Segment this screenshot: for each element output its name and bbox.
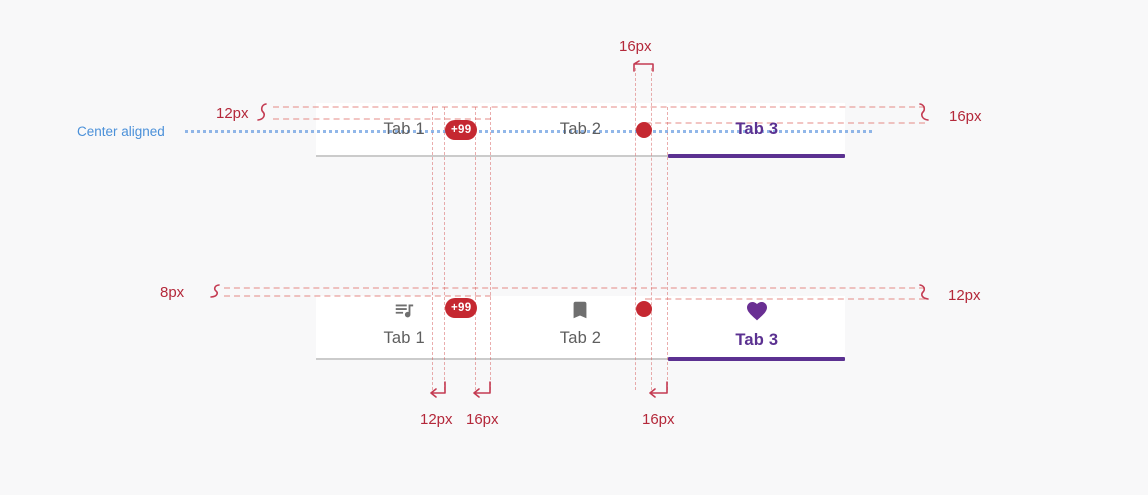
tab-label: Tab 2 — [559, 119, 602, 138]
tab-label: Tab 3 — [735, 119, 779, 138]
heart-icon — [745, 299, 769, 323]
measure-label-gap-16px: 16px — [466, 411, 499, 428]
v-guide-label-end — [432, 107, 433, 390]
dot-badge — [636, 301, 653, 317]
v-guide-badge-end — [475, 107, 476, 390]
v-guide-dot-start — [635, 68, 636, 390]
tab-2[interactable]: Tab 2 — [492, 296, 668, 358]
icon-tabs-row: Tab 1 +99 Tab 2 Tab 3 — [316, 296, 845, 358]
bookmark-icon — [569, 299, 591, 321]
measure-arrow-16px-right — [649, 381, 668, 398]
tab-1[interactable]: Tab 1 +99 — [316, 296, 492, 358]
measure-brace-bottom-left — [210, 284, 220, 298]
queue-music-icon — [393, 299, 415, 321]
h-guide-top-left-inner — [273, 118, 491, 120]
measure-bracket-top-middle — [633, 60, 654, 72]
h-guide-bottom-right-inner — [645, 298, 925, 300]
count-badge: +99 — [445, 298, 478, 318]
count-badge: +99 — [445, 120, 478, 140]
measure-label-gap-12px: 12px — [420, 411, 453, 428]
center-aligned-label: Center aligned — [77, 124, 165, 139]
active-tab-indicator — [668, 357, 845, 361]
tab-2[interactable]: Tab 2 — [492, 103, 668, 155]
h-guide-top-outer — [273, 106, 925, 108]
v-guide-badge-start — [444, 107, 445, 390]
active-tab-indicator — [668, 154, 845, 158]
tab-1[interactable]: Tab 1 +99 — [316, 103, 492, 155]
measure-label-top-left: 12px — [216, 105, 249, 122]
tab-3[interactable]: Tab 3 — [669, 103, 845, 155]
tab-label: Tab 2 — [559, 329, 602, 347]
measure-arrow-16px-left — [473, 381, 491, 398]
h-guide-bottom-left-inner — [224, 295, 491, 297]
measure-brace-top-left — [257, 103, 267, 121]
h-guide-bottom-outer — [224, 287, 925, 289]
measure-label-top-right: 16px — [949, 108, 982, 125]
center-align-guide-line — [185, 130, 872, 133]
text-tabs-row: Tab 1 +99 Tab 2 Tab 3 — [316, 103, 845, 155]
measure-label-bottom-right: 12px — [948, 287, 981, 304]
v-guide-tab1-edge — [490, 107, 491, 390]
measure-label-bottom-left: 8px — [160, 284, 185, 301]
measure-brace-bottom-right — [919, 284, 929, 300]
tab-label: Tab 1 — [383, 329, 425, 347]
tab-label: Tab 1 — [383, 119, 425, 138]
measure-label-top-middle: 16px — [619, 38, 652, 55]
v-guide-dot-end — [651, 68, 652, 390]
v-guide-tab3-edge — [667, 107, 668, 390]
h-guide-top-right-inner — [645, 122, 925, 124]
tab-label: Tab 3 — [735, 331, 779, 349]
measure-label-gap-16px-dot: 16px — [642, 411, 675, 428]
measure-arrow-12px — [430, 381, 446, 398]
dot-badge — [636, 122, 653, 138]
tab-3[interactable]: Tab 3 — [669, 296, 845, 358]
measure-brace-top-right — [919, 103, 929, 121]
